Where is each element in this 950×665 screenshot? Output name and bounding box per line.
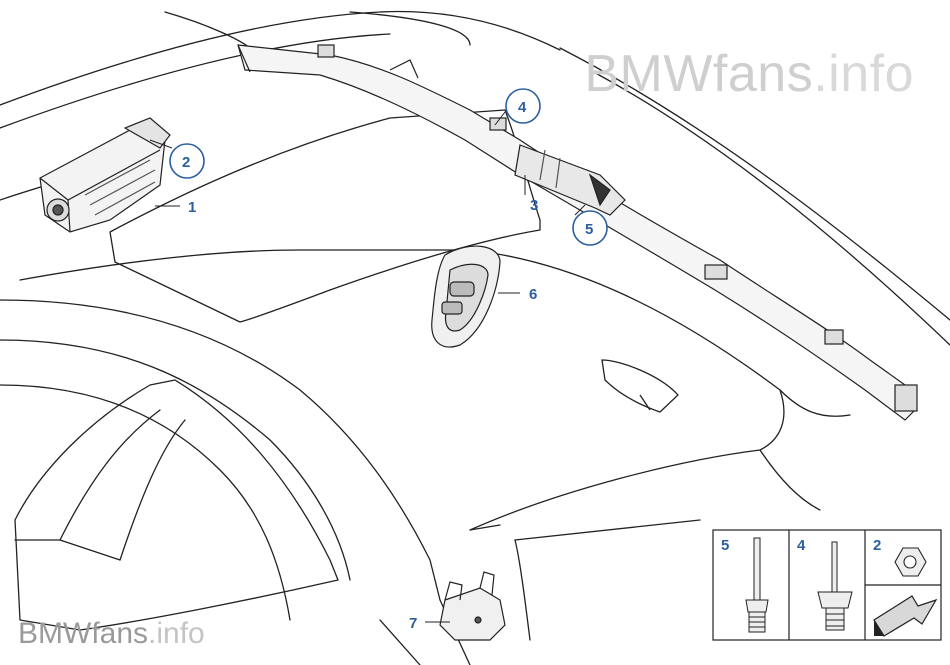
rivet-pin-icon — [745, 537, 769, 633]
table-cell-4: 4 — [797, 537, 853, 631]
svg-text:1: 1 — [188, 199, 196, 216]
part-3-curtain-airbag — [237, 44, 918, 421]
hex-nut-icon — [894, 547, 927, 577]
svg-text:5: 5 — [585, 221, 593, 238]
watermark-top: BMWfans.info — [584, 44, 914, 104]
part-6-trim-cover — [431, 245, 501, 348]
svg-text:6: 6 — [529, 286, 537, 303]
svg-text:5: 5 — [721, 537, 729, 554]
roof-antenna — [601, 359, 679, 413]
watermark-suffix: .info — [148, 617, 205, 650]
watermark-main: BMWfans — [584, 45, 814, 103]
callout-4: 4 — [505, 88, 541, 124]
callout-2: 2 — [169, 143, 205, 179]
part-7-bracket-clip — [439, 571, 506, 641]
parts-table: 5 4 2 — [712, 529, 942, 641]
svg-text:4: 4 — [797, 537, 806, 554]
svg-text:2: 2 — [182, 154, 190, 171]
svg-text:2: 2 — [873, 537, 881, 554]
callout-3: 3 — [530, 197, 538, 214]
car-body-outline — [0, 10, 950, 665]
watermark-suffix: .info — [813, 45, 914, 103]
table-cell-2: 2 — [873, 537, 927, 577]
callout-1: 1 — [188, 199, 196, 216]
watermark-bottom: BMWfans.info — [18, 617, 205, 651]
callout-7: 7 — [409, 615, 417, 632]
callout-5: 5 — [572, 210, 608, 246]
svg-text:7: 7 — [409, 615, 417, 632]
callout-6: 6 — [529, 286, 537, 303]
arrow-symbol-icon — [870, 590, 938, 637]
expanding-rivet-icon — [817, 541, 853, 631]
svg-text:3: 3 — [530, 197, 538, 214]
watermark-main: BMWfans — [18, 617, 149, 650]
leader-lines — [149, 111, 586, 623]
part-1-airbag-module — [39, 117, 171, 233]
svg-text:4: 4 — [518, 99, 527, 116]
table-cell-5: 5 — [721, 537, 769, 633]
